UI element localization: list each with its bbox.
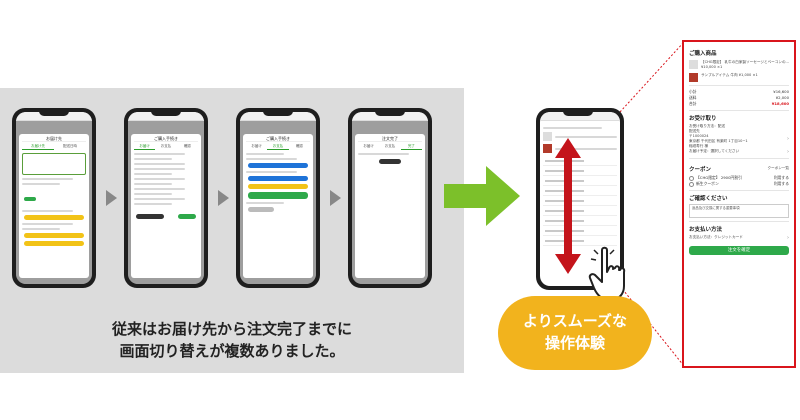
phone-screen-new-checkout	[536, 108, 624, 290]
checkout-detail-panel: ご購入商品 【CHG限定】 乳牛の白家製ソーセージとベーコンの... ¥10,0…	[682, 40, 796, 368]
section-title-payment: お支払い方法	[689, 227, 723, 233]
item-name: 【CHG限定】 乳牛の白家製ソーセージとベーコンの...	[701, 60, 789, 64]
coupon-option[interactable]: 【CHG限定】 2900円割引 利用する	[689, 175, 789, 181]
phone-screen-payment: ご購入手続き お届けお支払確認	[236, 108, 320, 288]
caption-line-2: 画面切り替えが複数ありました。	[119, 342, 345, 360]
triangle-right-icon	[218, 190, 229, 206]
coupon-list-link[interactable]: クーポン一覧	[767, 166, 789, 170]
item-price: ¥10,000 ×1	[701, 65, 723, 69]
vertical-double-arrow-icon	[555, 138, 581, 274]
delivery-address-row[interactable]: 配送先 〒1000024 東京都 千代田区 有楽町 1丁目10−1 稲垣寿行 様…	[689, 129, 789, 148]
badge-line-2: 操作体験	[544, 334, 605, 352]
caption-line-1: 従来はお届け先から注文完了までに	[111, 320, 352, 338]
arrow-right-icon	[444, 166, 520, 226]
payment-method-row[interactable]: お支払い方法：クレジットカード ›	[689, 235, 789, 241]
chevron-right-icon: ›	[787, 149, 789, 155]
caption-text: 従来はお届け先から注文完了までに 画面切り替えが複数ありました。	[60, 318, 404, 362]
list-item[interactable]: サンプルアイテム 牛肉 ¥1,000 ×1	[689, 73, 789, 82]
triangle-right-icon	[106, 190, 117, 206]
phone-screen-delivery: お届け先 お届け先配送日時	[12, 108, 96, 288]
place-order-button[interactable]: 注文を確定	[689, 246, 789, 255]
delivery-method: お受け取り方法：配送	[689, 124, 725, 128]
delivery-date-row[interactable]: お届け予定：選択してください ›	[689, 149, 789, 155]
radio-icon[interactable]	[689, 181, 694, 187]
product-thumbnail	[689, 60, 698, 69]
smoother-experience-badge: よりスムーズな 操作体験	[498, 296, 652, 370]
section-title-confirm: ご確認ください	[689, 196, 728, 202]
shipping-row: 送料¥2,000	[689, 95, 789, 100]
pointing-hand-icon	[588, 246, 626, 301]
phone-screen-shipping: ご購入手続き お届けお支払確認	[124, 108, 208, 288]
coupon-option[interactable]: 新生クーポン 利用する	[689, 181, 789, 187]
confirm-notes: 返品及び交換に関する重要事項	[689, 204, 789, 218]
item-name: サンプルアイテム 牛肉 ¥1,000 ×1	[701, 73, 758, 77]
phone-screen-complete: 注文完了 お届けお支払完了	[348, 108, 432, 288]
chevron-right-icon: ›	[787, 136, 789, 142]
chevron-right-icon: ›	[787, 235, 789, 241]
radio-icon[interactable]	[689, 175, 694, 181]
subtotal-row: 小計¥16,600	[689, 89, 789, 94]
badge-line-1: よりスムーズな	[523, 312, 627, 330]
product-thumbnail	[689, 73, 698, 82]
total-row: 合計¥18,600	[689, 101, 789, 106]
section-title-coupon: クーポン	[689, 167, 712, 173]
section-title-items: ご購入商品	[689, 51, 717, 57]
triangle-right-icon	[330, 190, 341, 206]
section-title-delivery: お受け取り	[689, 116, 717, 122]
list-item[interactable]: 【CHG限定】 乳牛の白家製ソーセージとベーコンの... ¥10,000 ×1	[689, 60, 789, 70]
